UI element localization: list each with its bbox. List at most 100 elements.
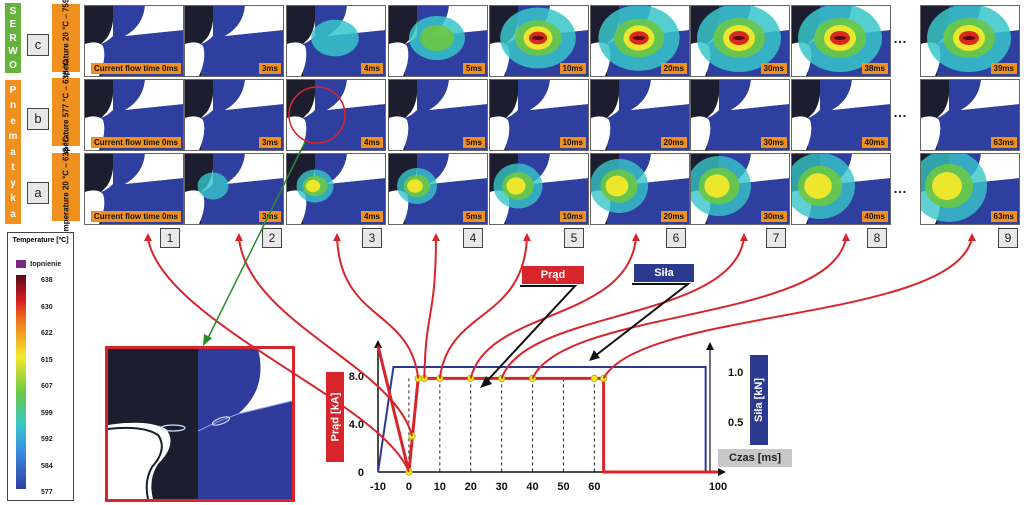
x-tick-label: 50 bbox=[557, 481, 569, 493]
time-label: 10ms bbox=[559, 63, 586, 74]
time-label: 3ms bbox=[258, 211, 281, 222]
sim-frame: 20ms bbox=[590, 79, 690, 151]
time-label: 4ms bbox=[360, 63, 383, 74]
data-marker bbox=[590, 374, 598, 382]
step-number-box: 4 bbox=[463, 228, 483, 248]
connector-arrow bbox=[500, 237, 745, 379]
sim-frame: 20ms bbox=[590, 153, 690, 225]
pneumatyka-letter: m bbox=[8, 131, 18, 142]
connector-arrow bbox=[147, 237, 410, 473]
pneumatyka-letter: y bbox=[10, 177, 16, 189]
y-right-tick-label: 0.5 bbox=[728, 417, 743, 429]
sim-frame: 30ms bbox=[690, 5, 790, 77]
time-label: 30ms bbox=[760, 137, 787, 148]
force-legend-pointer-head bbox=[589, 350, 600, 361]
time-label: 38ms bbox=[861, 63, 888, 74]
serwo-letter: R bbox=[9, 32, 17, 44]
serwo-letter: S bbox=[9, 5, 17, 17]
time-label: 30ms bbox=[760, 211, 787, 222]
sim-frame-image bbox=[85, 154, 183, 224]
time-label: 63ms bbox=[990, 137, 1017, 148]
legend-tick-label: 638 bbox=[41, 277, 53, 284]
connector-arrow bbox=[238, 237, 413, 437]
zoom-link-arrow bbox=[206, 141, 306, 341]
time-label: 40ms bbox=[861, 211, 888, 222]
x-tick-label: 30 bbox=[496, 481, 508, 493]
force-legend-pointer bbox=[594, 283, 691, 357]
sim-frame: 4ms bbox=[286, 5, 386, 77]
sim-frame-image bbox=[85, 6, 183, 76]
legend-tick-label: 607 bbox=[41, 383, 53, 390]
sim-frame: Current flow time 0ms bbox=[84, 153, 184, 225]
x-tick-label: 0 bbox=[406, 481, 412, 493]
connector-arrow-head bbox=[968, 233, 976, 241]
sim-frame-image bbox=[691, 80, 789, 150]
sim-frame-image bbox=[921, 80, 1019, 150]
connector-arrow bbox=[602, 237, 973, 379]
y-axis-right-arrow bbox=[706, 342, 714, 350]
connector-arrow-head bbox=[842, 233, 850, 241]
connector-arrow bbox=[469, 237, 637, 379]
serwo-letter: W bbox=[8, 46, 18, 57]
step-number-box: 6 bbox=[666, 228, 686, 248]
ellipsis-row-b: … bbox=[893, 104, 909, 120]
sim-frame-image bbox=[591, 154, 689, 224]
legend-melt-swatch bbox=[16, 260, 26, 268]
y-right-tick-label: 1.0 bbox=[728, 367, 743, 379]
sim-frame-image bbox=[691, 154, 789, 224]
step-number-box: 7 bbox=[766, 228, 786, 248]
sim-frame: 63ms bbox=[920, 79, 1020, 151]
time-label: 3ms bbox=[258, 63, 281, 74]
sim-frame-image bbox=[185, 6, 283, 76]
time-label: 39ms bbox=[990, 63, 1017, 74]
row-temp-label-a: temperature 20 °C – 638 °C bbox=[52, 136, 80, 238]
sim-frame-image bbox=[287, 154, 385, 224]
sim-frame-image bbox=[921, 6, 1019, 76]
pneumatyka-letter: t bbox=[11, 162, 15, 173]
time-label: 4ms bbox=[360, 211, 383, 222]
y-axis-right-label: Siła [kN] bbox=[750, 355, 768, 445]
step-number-box: 8 bbox=[867, 228, 887, 248]
x-tick-label: 40 bbox=[526, 481, 538, 493]
pneumatyka-letter: n bbox=[9, 100, 17, 111]
row-letter-c: c bbox=[27, 34, 49, 56]
row-temp-label-b: temperature 577 °C – 638 °C bbox=[52, 59, 80, 165]
pneumatyka-letter: e bbox=[10, 115, 16, 127]
connector-arrow-head bbox=[333, 233, 341, 241]
x-axis-arrow bbox=[718, 468, 726, 476]
x-tick-label: 10 bbox=[434, 481, 446, 493]
time-label: 3ms bbox=[258, 137, 281, 148]
connector-arrow-head bbox=[632, 233, 640, 241]
zoom-inset bbox=[105, 346, 295, 502]
y-axis-left-arrow bbox=[374, 340, 382, 348]
series-current-line bbox=[376, 345, 718, 474]
time-label: Current flow time 0ms bbox=[90, 137, 181, 148]
time-label: 20ms bbox=[660, 137, 687, 148]
connector-arrow bbox=[438, 237, 528, 379]
legend-tick-label: 622 bbox=[41, 330, 53, 337]
pneumatyka-letter: k bbox=[10, 193, 16, 204]
legend-color-bar bbox=[16, 275, 26, 489]
sim-frame: 5ms bbox=[388, 79, 488, 151]
connector-arrow-head bbox=[144, 233, 152, 241]
sim-frame: 4ms bbox=[286, 153, 386, 225]
legend-tick-label: 592 bbox=[41, 436, 53, 443]
sim-frame-image bbox=[389, 154, 487, 224]
y-left-tick-label: 4.0 bbox=[349, 419, 364, 431]
legend-tick-label: 577 bbox=[41, 489, 53, 496]
sim-frame-image bbox=[921, 154, 1019, 224]
x-tick-label: 20 bbox=[465, 481, 477, 493]
sim-frame: 39ms bbox=[920, 5, 1020, 77]
sim-frame: 3ms bbox=[184, 153, 284, 225]
sim-frame-image bbox=[85, 80, 183, 150]
chart-legend-current: Prąd bbox=[522, 266, 584, 284]
x-axis-label: Czas [ms] bbox=[718, 449, 792, 467]
row-temp-label-c: temperature 20 °C – 759 °C bbox=[52, 0, 80, 89]
serwo-letter: O bbox=[9, 59, 17, 71]
sim-frame-image bbox=[490, 80, 588, 150]
connector-arrow bbox=[336, 237, 420, 379]
serwo-letter: E bbox=[9, 19, 17, 30]
sim-frame: 63ms bbox=[920, 153, 1020, 225]
